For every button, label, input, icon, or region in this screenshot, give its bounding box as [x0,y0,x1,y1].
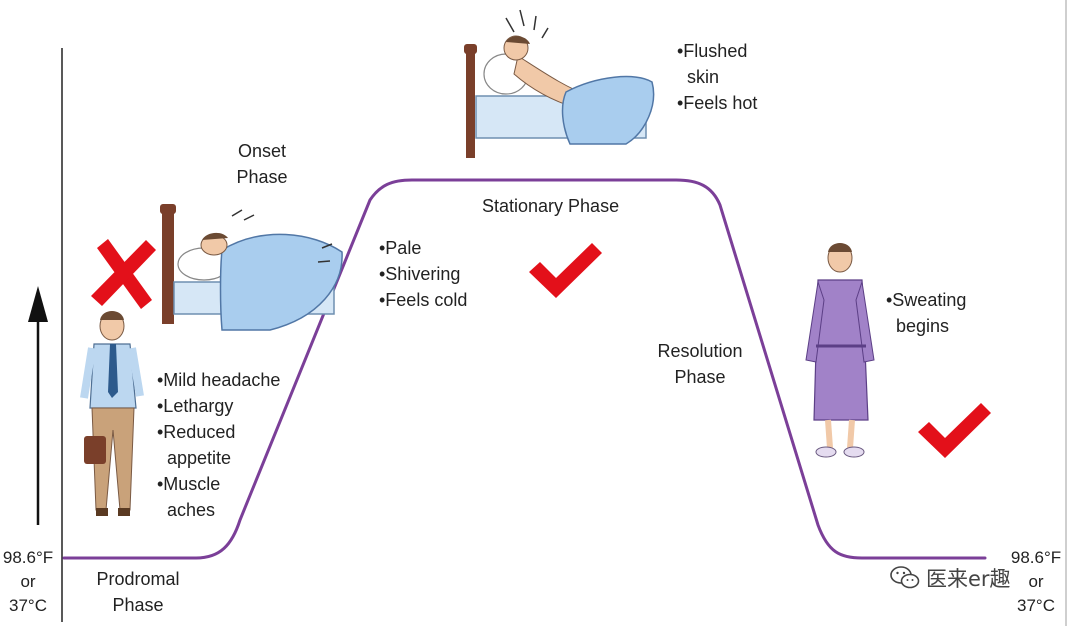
onset-bed-illustration [160,204,343,331]
stationary-bed-illustration [464,9,655,158]
symptoms-stationary: •Flushed skin •Feels hot [677,38,757,116]
symptom-item: •Lethargy [157,396,234,416]
symptom-item: •Feels hot [677,93,758,113]
phase-label-resolution-line2: Phase [674,367,726,387]
prodromal-man-illustration [80,311,144,516]
watermark: 医来er趣 [886,563,1015,593]
symptom-item: •Reduced [157,422,236,442]
baseline-temp-left-or: or [20,572,36,591]
symptom-item: skin [677,67,720,87]
symptom-item: •Shivering [379,264,461,284]
phase-label-onset-line1: Onset [237,141,287,161]
temperature-arrow-icon [28,286,48,322]
symptom-item: appetite [157,448,232,468]
phase-label-stationary: Stationary Phase [482,196,620,216]
symptom-item: aches [157,500,216,520]
baseline-temp-left-f: 98.6°F [2,548,54,567]
phase-label-prodromal-line2: Phase [112,595,164,615]
baseline-temp-right-f: 98.6°F [1010,548,1062,567]
red-check-icon [918,403,991,458]
fever-curve [62,178,987,560]
phase-label-prodromal: Prodromal Phase [86,566,190,618]
symptoms-resolution: •Sweating begins [886,287,966,339]
phase-label-onset-line2: Phase [236,167,288,187]
wechat-icon [890,566,920,589]
symptom-item: •Pale [379,238,422,258]
phase-label-onset: Onset Phase [222,138,302,190]
symptom-item: •Feels cold [379,290,468,310]
symptom-item: •Sweating [886,290,967,310]
baseline-temp-right-c: 37°C [1017,596,1055,615]
phase-label-prodromal-line1: Prodromal [96,569,180,589]
symptoms-onset: •Pale •Shivering •Feels cold [379,235,467,313]
red-check-icon [529,243,602,298]
baseline-temp-left-c: 37°C [9,596,47,615]
red-cross-icon [91,239,156,309]
baseline-temp-right-or: or [1028,572,1044,591]
symptoms-prodromal: •Mild headache •Lethargy •Reduced appeti… [157,367,280,523]
baseline-temp-right: 98.6°F or 37°C [1004,546,1068,618]
watermark-text: 医来er趣 [926,567,1011,591]
symptom-item: •Muscle [157,474,221,494]
phase-label-resolution-line1: Resolution [657,341,743,361]
resolution-robe-illustration [805,243,875,458]
phase-label-resolution: Resolution Phase [650,338,750,390]
symptom-item: •Flushed [677,41,748,61]
symptom-item: begins [886,316,950,336]
baseline-temp-left: 98.6°F or 37°C [0,546,56,618]
symptom-item: •Mild headache [157,370,281,390]
